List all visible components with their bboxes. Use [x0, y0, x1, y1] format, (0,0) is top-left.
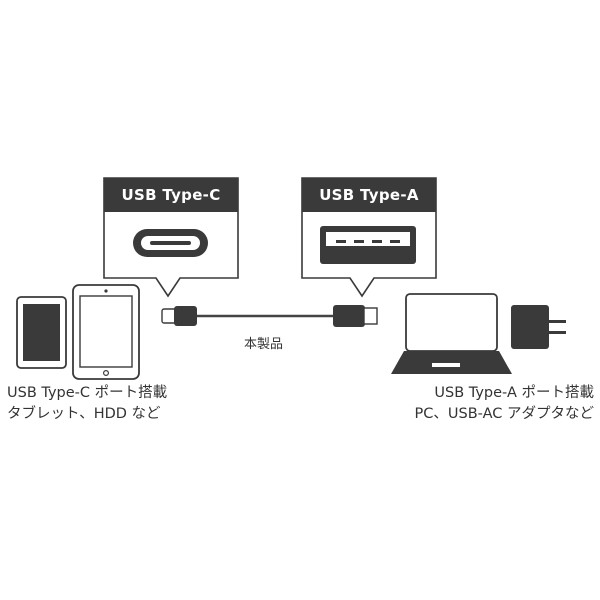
right-device-caption: USB Type-A ポート搭載 PC、USB-AC アダプタなど: [415, 383, 594, 425]
cable-label: 本製品: [244, 337, 284, 352]
right-device-caption-line1: USB Type-A ポート搭載: [434, 385, 594, 401]
left-device-caption: USB Type-C ポート搭載 タブレット、HDD など: [7, 383, 167, 425]
left-device-caption-line1: USB Type-C ポート搭載: [7, 385, 168, 401]
usb-c-callout-title: USB Type-C: [104, 178, 238, 212]
left-device-caption-line2: タブレット、HDD など: [7, 406, 161, 422]
usb-a-callout-title: USB Type-A: [302, 178, 436, 212]
right-device-caption-line2: PC、USB-AC アダプタなど: [414, 406, 594, 422]
